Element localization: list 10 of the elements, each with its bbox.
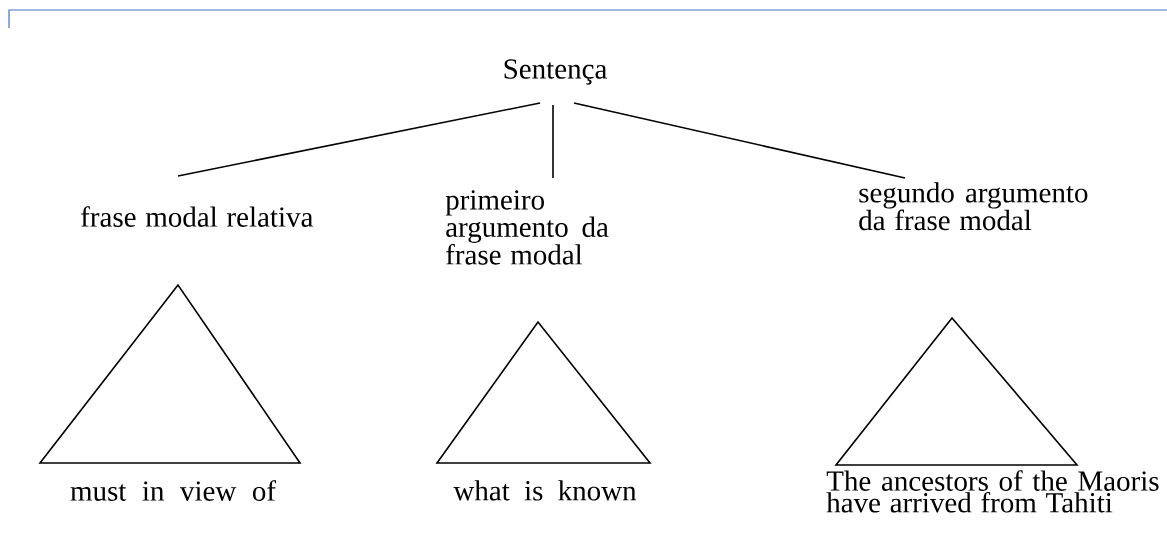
phrase-label: what is known <box>453 480 637 501</box>
tree-branch <box>552 104 554 179</box>
tree-branch <box>177 102 541 177</box>
phrase-label: must in view of <box>70 480 276 501</box>
tree-root-label: Sentença <box>504 59 607 85</box>
constituent-label: frase modal relativa <box>81 206 313 227</box>
phrase-label: The ancestors of the Maoris have arrived from Tahiti <box>826 470 1159 513</box>
tree-branch <box>573 102 906 179</box>
constituent-label: segundo argumento da frase modal <box>859 182 1088 231</box>
constituent-label: primeiro argumento da frase modal <box>445 190 609 265</box>
